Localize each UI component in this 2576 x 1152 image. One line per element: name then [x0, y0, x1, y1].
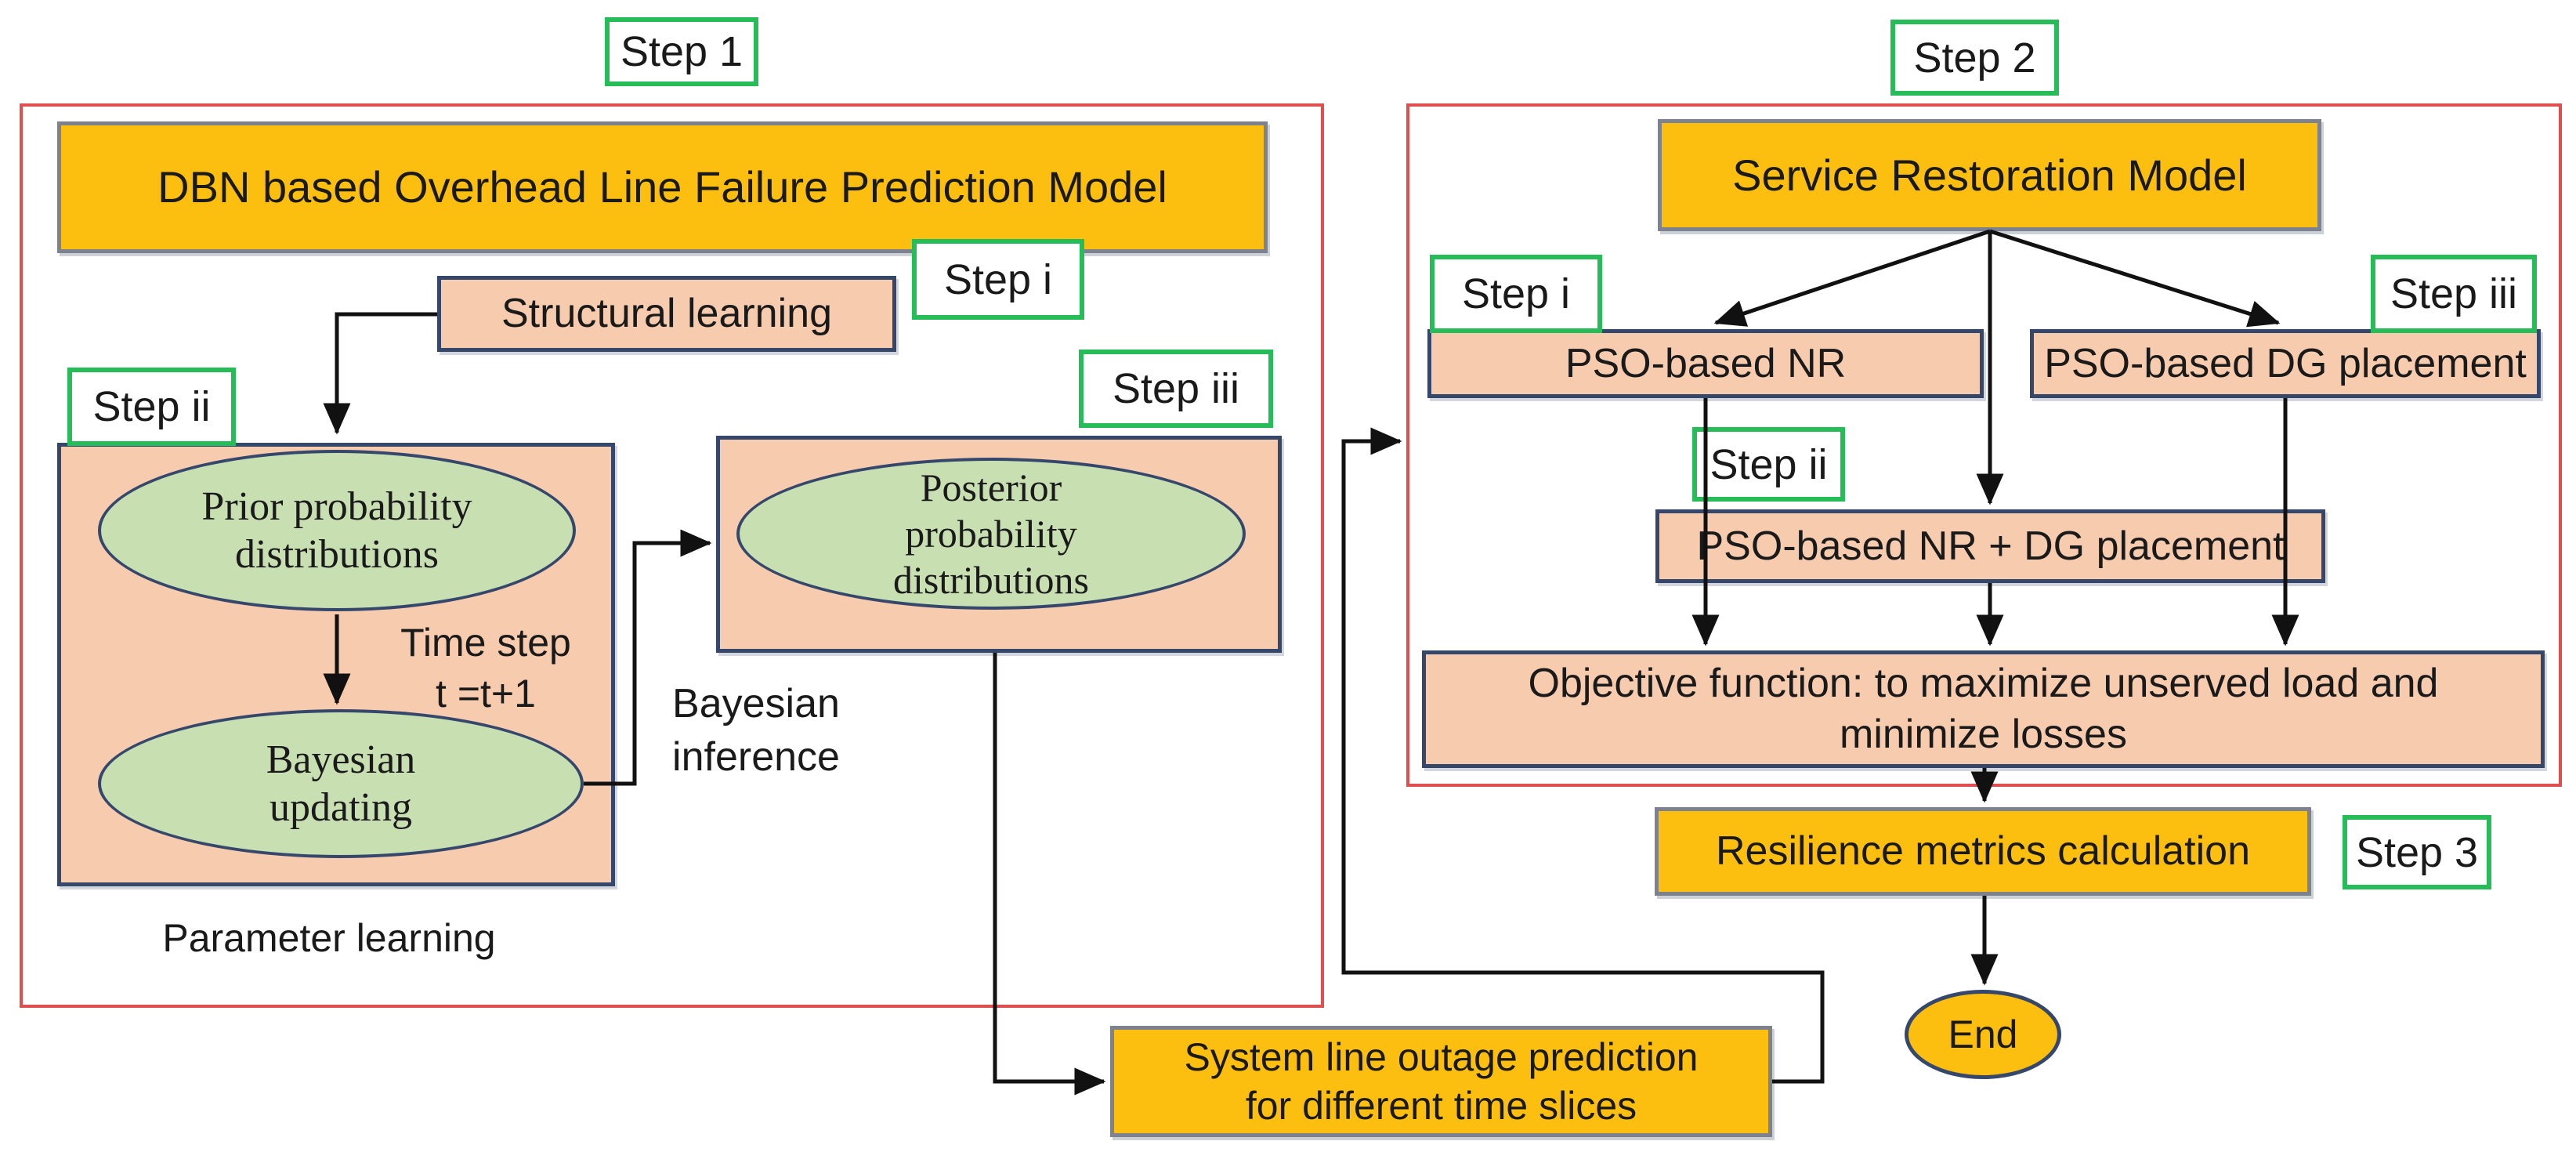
- service-restoration-box: Service Restoration Model: [1658, 119, 2321, 231]
- dbn-model-label: DBN based Overhead Line Failure Predicti…: [157, 162, 1167, 212]
- parameter-learning-caption: Parameter learning: [133, 913, 525, 964]
- step1-badge-label: Step 1: [620, 28, 743, 75]
- prior-probability-ellipse: Prior probability distributions: [98, 450, 576, 611]
- dbn-model-box: DBN based Overhead Line Failure Predicti…: [57, 121, 1268, 253]
- left-step-iii-label: Step iii: [1112, 365, 1240, 412]
- structural-learning-label: Structural learning: [501, 291, 832, 336]
- left-step-ii-label: Step ii: [92, 383, 211, 430]
- pso-nr-dg-label: PSO-based NR + DG placement: [1696, 523, 2285, 569]
- prior-probability-line1: Prior probability: [201, 484, 472, 529]
- bayesian-inference-line2: inference: [672, 734, 840, 780]
- time-step-caption: Time step t =t+1: [376, 618, 595, 719]
- right-step-iii-label: Step iii: [2390, 270, 2518, 317]
- time-step-line1: Time step: [400, 621, 571, 665]
- left-step-iii-badge: Step iii: [1079, 350, 1273, 428]
- left-step-i-badge: Step i: [912, 239, 1084, 320]
- posterior-probability-line3: distributions: [892, 557, 1090, 602]
- pso-nr-box: PSO-based NR: [1427, 329, 1984, 398]
- bayesian-updating-line1: Bayesian: [266, 737, 416, 782]
- resilience-metrics-box: Resilience metrics calculation: [1655, 807, 2311, 896]
- objective-function-line1: Objective function: to maximize unserved…: [1528, 661, 2439, 706]
- right-step-i-badge: Step i: [1430, 255, 1602, 333]
- time-step-line2: t =t+1: [436, 672, 536, 715]
- step2-badge: Step 2: [1890, 20, 2059, 96]
- service-restoration-label: Service Restoration Model: [1732, 150, 2247, 200]
- resilience-metrics-label: Resilience metrics calculation: [1715, 828, 2251, 874]
- bayesian-updating-ellipse: Bayesian updating: [98, 709, 584, 858]
- left-step-ii-badge: Step ii: [67, 368, 236, 446]
- posterior-probability-ellipse: Posterior probability distributions: [736, 458, 1246, 610]
- prior-probability-line2: distributions: [234, 532, 440, 577]
- system-outage-box: System line outage prediction for differ…: [1110, 1026, 1772, 1137]
- bayesian-inference-line1: Bayesian: [672, 681, 840, 726]
- bayesian-updating-line2: updating: [270, 785, 412, 830]
- pso-nr-dg-box: PSO-based NR + DG placement: [1655, 509, 2325, 583]
- right-step-ii-badge: Step ii: [1692, 427, 1845, 502]
- step1-region-outline: [20, 103, 1324, 1008]
- pso-dg-label: PSO-based DG placement: [2044, 340, 2527, 386]
- system-outage-line2: for different time slices: [1245, 1084, 1637, 1128]
- end-terminator: End: [1905, 990, 2061, 1079]
- pso-dg-box: PSO-based DG placement: [2030, 329, 2541, 398]
- right-step-ii-label: Step ii: [1709, 440, 1828, 488]
- end-label: End: [1948, 1012, 2018, 1056]
- pso-nr-label: PSO-based NR: [1565, 340, 1847, 386]
- objective-function-line2: minimize losses: [1840, 712, 2127, 757]
- parameter-learning-label: Parameter learning: [162, 916, 496, 960]
- step2-badge-label: Step 2: [1913, 34, 2036, 82]
- step3-badge-label: Step 3: [2355, 828, 2479, 876]
- structural-learning-box: Structural learning: [437, 276, 896, 352]
- system-outage-line1: System line outage prediction: [1184, 1034, 1699, 1079]
- right-step-iii-badge: Step iii: [2371, 255, 2537, 333]
- step1-badge: Step 1: [605, 17, 758, 86]
- posterior-probability-line2: probability: [905, 511, 1077, 556]
- left-step-i-label: Step i: [943, 255, 1053, 303]
- right-step-i-label: Step i: [1461, 270, 1571, 317]
- bayesian-inference-caption: Bayesian inference: [654, 678, 858, 784]
- posterior-probability-line1: Posterior: [920, 465, 1062, 509]
- objective-function-box: Objective function: to maximize unserved…: [1422, 650, 2545, 768]
- step3-badge: Step 3: [2343, 815, 2491, 889]
